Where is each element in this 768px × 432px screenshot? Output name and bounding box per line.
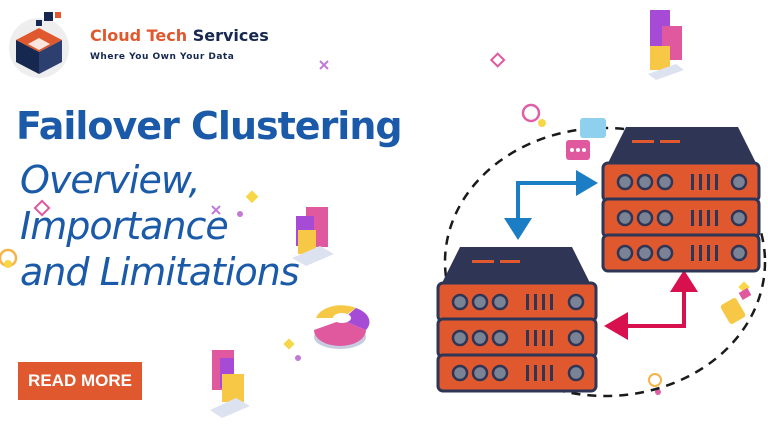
server-unit [601, 197, 761, 239]
brand-tagline: Where You Own Your Data [90, 52, 235, 62]
chat-bubble-icon [566, 118, 606, 160]
read-more-button[interactable]: READ MORE [18, 362, 142, 400]
chart-blocks-icon [292, 207, 334, 266]
server-unit [436, 353, 598, 393]
server-unit [601, 161, 761, 203]
page-title: Failover Clustering [16, 104, 403, 148]
server-unit [436, 281, 598, 323]
subtitle-line-1: Overview, [20, 158, 201, 202]
brand-name: Cloud Tech Services [90, 26, 269, 45]
server-unit [436, 317, 598, 359]
server-rack-icon [442, 247, 590, 283]
brand-name-part1: Cloud Tech [90, 26, 188, 45]
sync-arrow-icon [504, 170, 598, 240]
subtitle-line-2: Importance [20, 204, 229, 248]
chart-blocks-icon [648, 10, 684, 80]
server-rack-icon [608, 127, 756, 163]
logo-cube-icon [9, 12, 69, 78]
brand-name-part2: Services [187, 26, 269, 45]
sync-arrow-icon [604, 270, 698, 340]
server-unit [601, 233, 761, 273]
subtitle-line-3: and Limitations [20, 250, 300, 294]
plug-icon [720, 288, 752, 324]
pie-chart-icon [314, 305, 370, 349]
chart-blocks-icon [210, 350, 250, 418]
server-units [436, 161, 761, 393]
confetti-decoration [0, 52, 750, 395]
